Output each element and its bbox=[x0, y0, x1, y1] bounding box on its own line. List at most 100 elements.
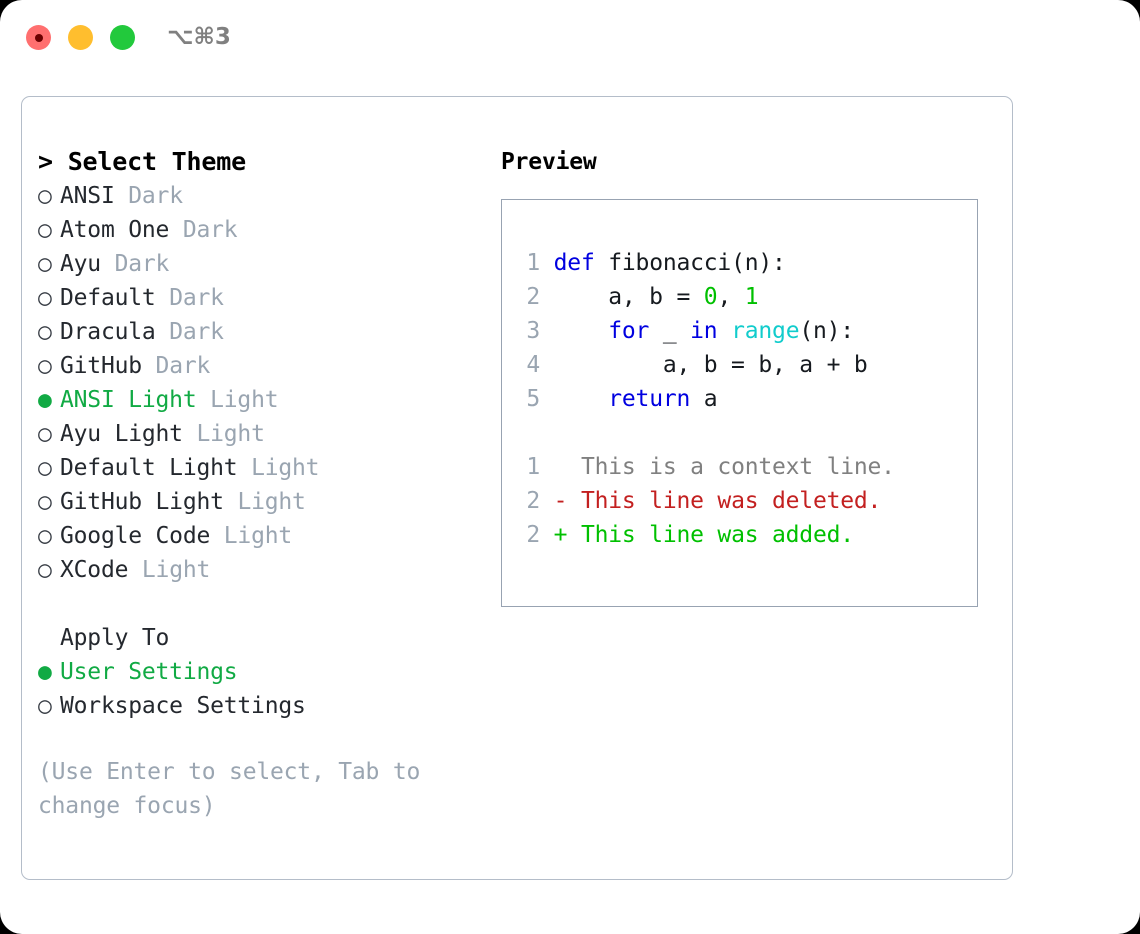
radio-unselected-icon[interactable]: ○ bbox=[38, 557, 52, 583]
theme-list-item[interactable]: ○Google Code Light bbox=[38, 519, 468, 553]
code-token bbox=[717, 318, 731, 344]
diff-sample: 1 This is a context line.2 - This line w… bbox=[526, 450, 977, 552]
code-line: 4 a, b = b, a + b bbox=[526, 348, 977, 382]
theme-variant-label: Dark bbox=[169, 285, 224, 311]
spacer bbox=[183, 417, 197, 451]
theme-variant-label: Dark bbox=[182, 217, 238, 243]
theme-list: ○ ANSI Dark ○ Atom One Dark ○ Ayu Dark ○ Defaul… bbox=[38, 179, 468, 587]
radio-selected-icon[interactable]: ● bbox=[38, 659, 52, 685]
theme-name-label: Default bbox=[60, 285, 156, 311]
line-number: 4 bbox=[526, 352, 540, 378]
select-theme-header: > Select Theme bbox=[38, 147, 246, 176]
code-token bbox=[540, 250, 554, 276]
theme-name-label: Dracula bbox=[60, 319, 156, 345]
radio-selected-icon[interactable]: ● bbox=[38, 387, 52, 413]
keyboard-hint-text: (Use Enter to select, Tab to change focu… bbox=[38, 759, 421, 819]
radio-unselected-icon[interactable]: ○ bbox=[38, 353, 52, 379]
apply-to-header: Apply To bbox=[60, 625, 170, 651]
radio-unselected-icon[interactable]: ○ bbox=[38, 183, 52, 209]
apply-to-label: Workspace Settings bbox=[60, 693, 306, 719]
theme-variant-label: Light bbox=[237, 489, 306, 515]
theme-variant-label: Dark bbox=[155, 353, 211, 379]
theme-variant-label: Dark bbox=[128, 183, 183, 209]
theme-name-label: Default Light bbox=[60, 455, 238, 481]
theme-variant-label: Light bbox=[251, 455, 320, 481]
diff-line: 2 - This line was deleted. bbox=[526, 484, 977, 518]
line-number: 1 bbox=[526, 250, 540, 276]
radio-unselected-icon[interactable]: ○ bbox=[38, 455, 52, 481]
keyboard-shortcut-label: ⌥⌘3 bbox=[167, 24, 231, 50]
theme-variant-label: Light bbox=[210, 387, 279, 413]
radio-unselected-icon[interactable]: ○ bbox=[38, 693, 52, 719]
apply-to-item[interactable]: ● User Settings bbox=[38, 655, 468, 689]
code-token bbox=[540, 318, 608, 344]
code-line: 5 return a bbox=[526, 382, 977, 416]
code-line: 2 a, b = 0, 1 bbox=[526, 280, 977, 314]
code-line: 3 for _ in range(n): bbox=[526, 314, 977, 348]
theme-name-label: Ayu bbox=[60, 251, 101, 277]
theme-name-label: XCode bbox=[60, 557, 129, 583]
minimize-window-button[interactable] bbox=[68, 25, 93, 50]
code-token: , bbox=[717, 284, 745, 310]
close-window-button[interactable] bbox=[26, 25, 51, 50]
theme-name-label: ANSI bbox=[60, 183, 115, 209]
code-token: 1 bbox=[744, 284, 759, 310]
theme-name-label: GitHub bbox=[60, 353, 142, 379]
theme-list-item[interactable]: ○ ANSI Dark bbox=[38, 179, 468, 213]
theme-list-item[interactable]: ○ Atom One Dark bbox=[38, 213, 468, 247]
diff-line: 2 + This line was added. bbox=[526, 518, 977, 552]
theme-variant-label: Light bbox=[196, 421, 265, 447]
code-token: _ bbox=[649, 318, 691, 344]
diff-text: This line was deleted. bbox=[567, 488, 882, 514]
theme-list-item[interactable]: ○ XCode Light bbox=[38, 553, 468, 587]
spacer bbox=[128, 553, 142, 587]
line-number: 3 bbox=[526, 318, 540, 344]
code-token: a, b = bbox=[540, 284, 704, 310]
theme-variant-label: Dark bbox=[114, 251, 170, 277]
preview-title: Preview bbox=[501, 149, 597, 175]
diff-marker bbox=[540, 454, 567, 480]
preview-column: Preview 1 def fibonacci(n):2 a, b = 0, 1… bbox=[501, 145, 991, 607]
diff-marker: + bbox=[540, 522, 568, 548]
radio-unselected-icon[interactable]: ○ bbox=[38, 285, 52, 311]
theme-list-item[interactable]: ○ Default Dark bbox=[38, 281, 468, 315]
theme-list-item[interactable]: ●ANSI Light Light bbox=[38, 383, 468, 417]
radio-unselected-icon[interactable]: ○ bbox=[38, 421, 52, 447]
theme-list-item[interactable]: ○ GitHub Dark bbox=[38, 349, 468, 383]
theme-variant-label: Dark bbox=[169, 319, 224, 345]
theme-list-item[interactable]: ○ Ayu Light Light bbox=[38, 417, 468, 451]
apply-to-label: User Settings bbox=[60, 659, 238, 685]
diff-text: This line was added. bbox=[567, 522, 854, 548]
radio-unselected-icon[interactable]: ○ bbox=[38, 217, 52, 243]
radio-unselected-icon[interactable]: ○ bbox=[38, 319, 52, 345]
code-token: def bbox=[553, 250, 595, 276]
theme-list-item[interactable]: ○ Ayu Dark bbox=[38, 247, 468, 281]
theme-name-label: Google Code bbox=[60, 523, 211, 549]
apply-to-item[interactable]: ○ Workspace Settings bbox=[38, 689, 468, 723]
traffic-lights bbox=[26, 25, 135, 50]
radio-unselected-icon[interactable]: ○ bbox=[38, 523, 52, 549]
theme-list-item[interactable]: ○ Dracula Dark bbox=[38, 315, 468, 349]
code-token: a, b = b, a + b bbox=[540, 352, 868, 378]
theme-list-item[interactable]: ○ Default Light Light bbox=[38, 451, 468, 485]
theme-variant-label: Light bbox=[141, 557, 211, 583]
spacer bbox=[169, 213, 183, 247]
spacer bbox=[142, 349, 156, 383]
spacer bbox=[224, 485, 238, 519]
spacer bbox=[156, 281, 170, 315]
apply-to-list: ● User Settings ○ Workspace Settings bbox=[38, 655, 468, 723]
code-token: (n): bbox=[799, 318, 854, 344]
maximize-window-button[interactable] bbox=[110, 25, 135, 50]
theme-list-item[interactable]: ○ GitHub Light Light bbox=[38, 485, 468, 519]
theme-name-label: GitHub Light bbox=[60, 489, 224, 515]
radio-unselected-icon[interactable]: ○ bbox=[38, 251, 52, 277]
theme-name-label: Atom One bbox=[60, 217, 170, 243]
radio-unselected-icon[interactable]: ○ bbox=[38, 489, 52, 515]
theme-name-label: Ayu Light bbox=[60, 421, 183, 447]
spacer bbox=[101, 247, 115, 281]
diff-text: This is a context line. bbox=[567, 454, 895, 480]
spacer bbox=[196, 383, 210, 417]
code-token: range bbox=[731, 318, 800, 344]
code-token: a bbox=[690, 386, 718, 412]
